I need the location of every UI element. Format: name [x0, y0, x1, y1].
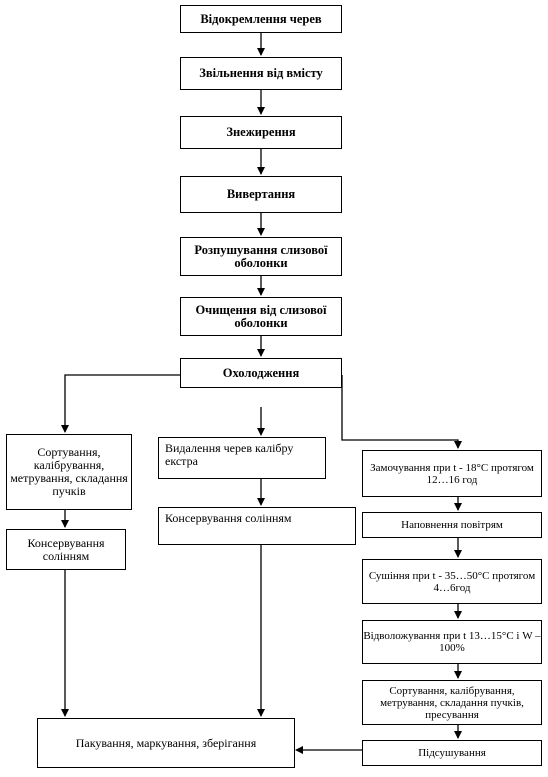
- right-conditioning: Відволожування при t 13…15°С і W – 100%: [362, 620, 542, 664]
- arrow: [341, 375, 462, 449]
- right-drying: Сушіння при t - 35…50°С протягом 4…6год: [362, 559, 542, 604]
- right-air-filling: Наповнення повітрям: [362, 512, 542, 538]
- step-mucosa-cleaning: Очищення від слизової оболонки: [180, 297, 342, 336]
- step-degreasing: Знежирення: [180, 116, 342, 149]
- right-sorting-pressing: Сортування, калібрування, метрування, ск…: [362, 680, 542, 725]
- arrow: [61, 374, 180, 433]
- step-mucosa-loosening: Розпушування слизової оболонки: [180, 237, 342, 276]
- left-salting: Консервування солінням: [6, 529, 126, 570]
- right-predrying: Підсушування: [362, 740, 542, 766]
- step-separation: Відокремлення черев: [180, 5, 342, 33]
- step-content-release: Звільнення від вмісту: [180, 57, 342, 90]
- right-soaking: Замочування при t - 18°С протягом 12…16 …: [362, 450, 542, 497]
- step-cooling: Охолодження: [180, 358, 342, 388]
- final-packaging: Пакування, маркування, зберігання: [37, 718, 295, 768]
- middle-removal-extra: Видалення черев калібру екстра: [158, 437, 326, 479]
- step-inversion: Вивертання: [180, 176, 342, 213]
- middle-salting: Консервування солінням: [158, 507, 356, 545]
- left-sorting: Сортування, калібрування, метрування, ск…: [6, 434, 132, 510]
